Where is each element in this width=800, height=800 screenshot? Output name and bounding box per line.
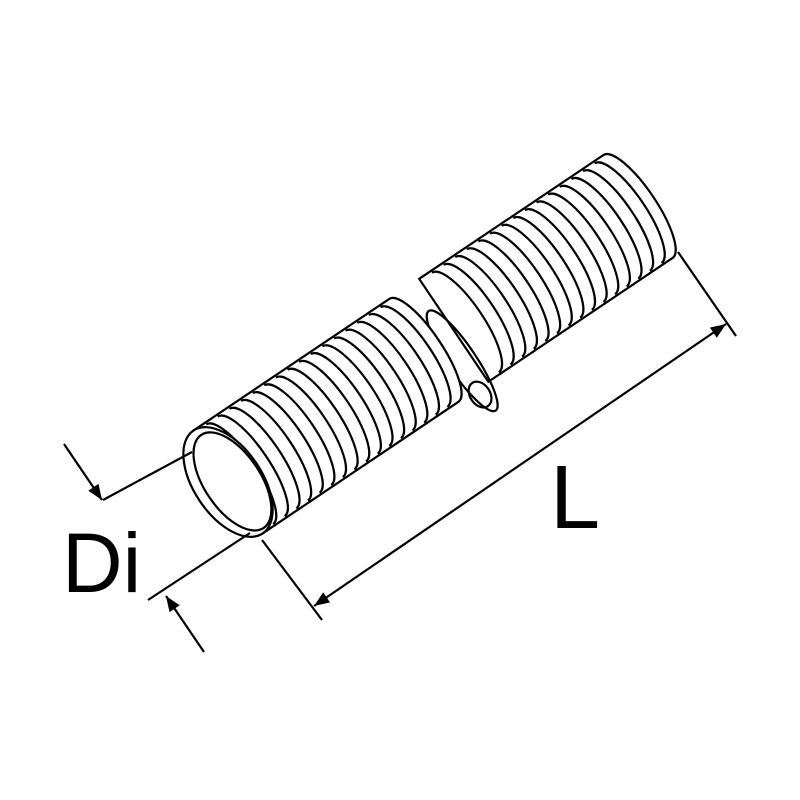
l-dimension (261, 251, 737, 621)
hose-rib (559, 184, 631, 288)
l-dimension-line (313, 323, 727, 607)
corrugated-hose (182, 152, 677, 538)
l-label: L (550, 448, 600, 548)
hose-rib (593, 161, 666, 264)
di-label: Di (62, 516, 141, 610)
hose-rib (570, 176, 643, 280)
l-extension-line-right (677, 251, 737, 337)
hose-rib (228, 406, 301, 510)
hose-rib (535, 200, 608, 303)
di-extension-line-top (102, 451, 193, 501)
hose-rib (489, 231, 562, 335)
hose-rib (524, 208, 597, 311)
hose-rib (547, 192, 620, 296)
di-extension-line-bottom (147, 532, 251, 601)
hose-rib (240, 398, 313, 502)
hose-rib (217, 414, 289, 518)
hose-body-outline (417, 152, 677, 384)
hose-rib (501, 223, 573, 327)
hose-front-opening (182, 426, 274, 538)
di-arrow-bottom (165, 595, 205, 653)
di-arrow-top (63, 443, 103, 501)
hose-rib (582, 169, 655, 272)
hose-rib (512, 215, 585, 319)
l-extension-line-left (261, 539, 323, 621)
di-dimension (63, 443, 251, 653)
hose-segment-rear (417, 152, 677, 384)
